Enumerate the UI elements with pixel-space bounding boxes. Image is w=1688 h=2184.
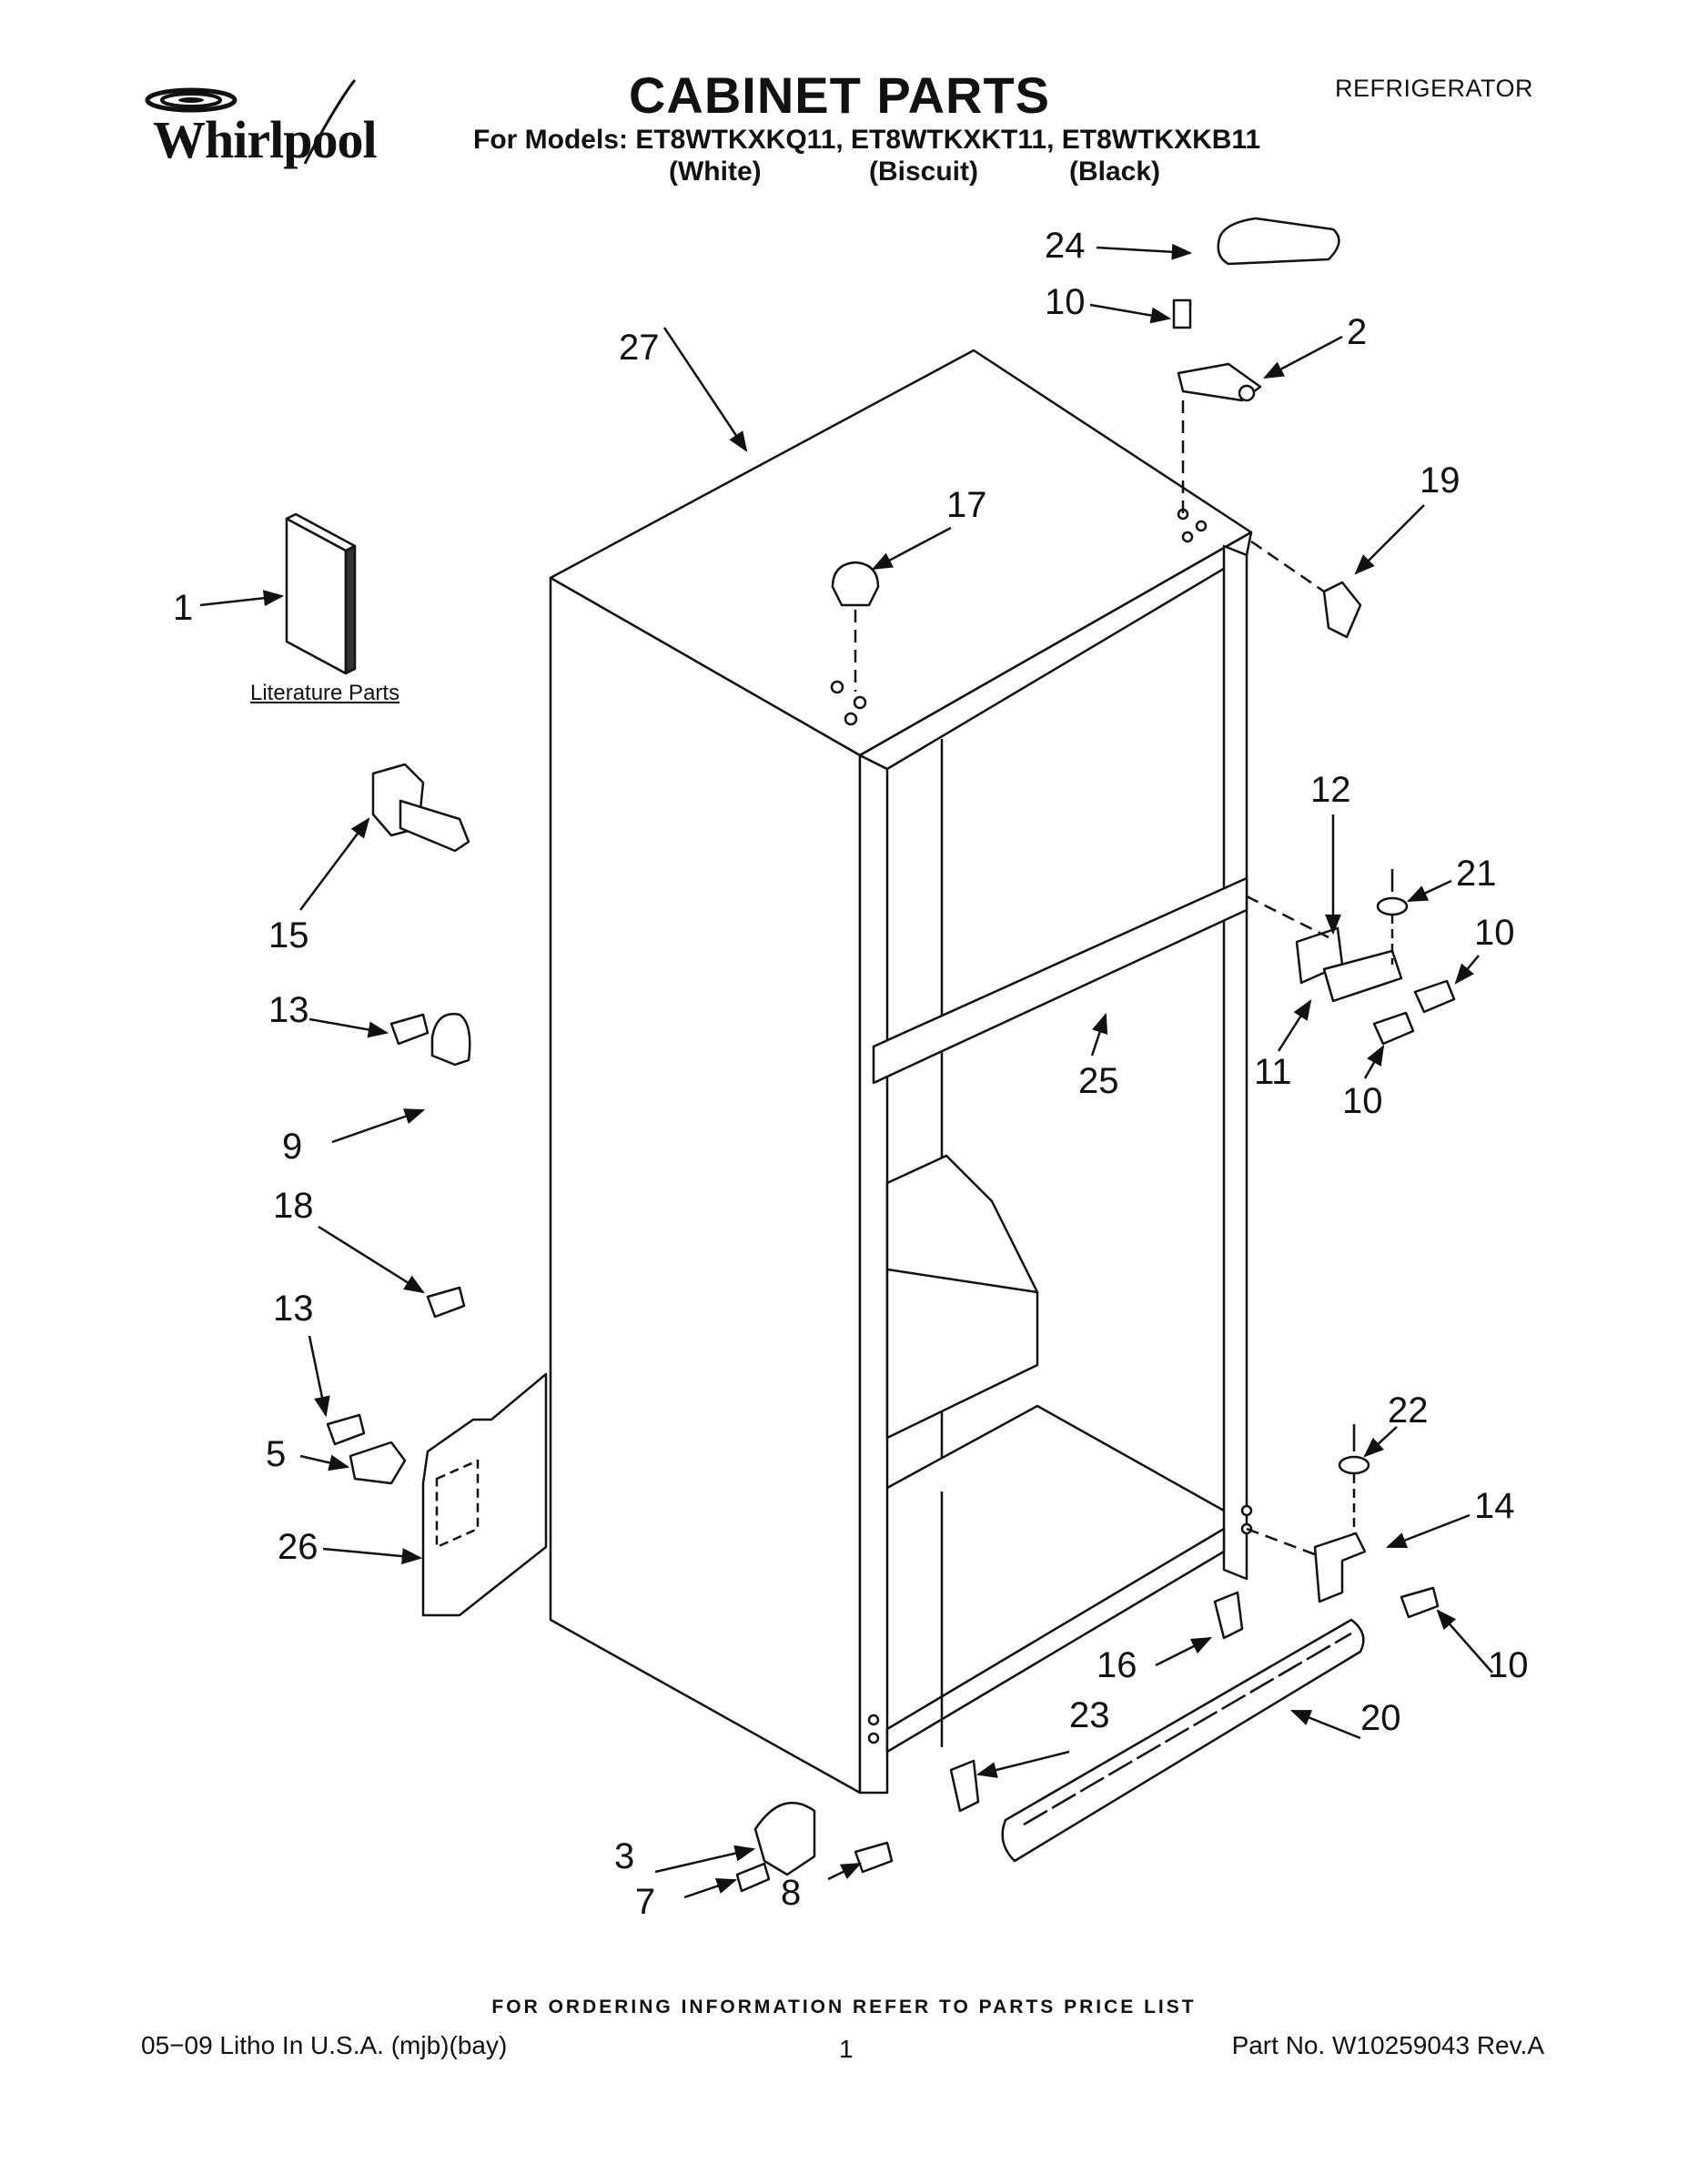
models-line: For Models: ET8WTKXKQ11, ET8WTKXKT11, ET… <box>473 125 1261 155</box>
callout-19: 19 <box>1420 460 1461 500</box>
callout-10: 10 <box>1474 913 1515 953</box>
whirlpool-logo: Whirlpool <box>127 73 391 182</box>
callout-13: 13 <box>273 1289 314 1329</box>
callout-24: 24 <box>1045 226 1086 266</box>
callout-25: 25 <box>1078 1061 1119 1101</box>
litho-info: 05−09 Litho In U.S.A. (mjb)(bay) <box>141 2031 508 2059</box>
callout-8: 8 <box>781 1873 802 1913</box>
callout-14: 14 <box>1474 1486 1515 1526</box>
callout-16: 16 <box>1097 1645 1137 1685</box>
screw <box>426 1286 466 1319</box>
callout-22: 22 <box>1388 1390 1429 1431</box>
callout-13: 13 <box>268 990 309 1030</box>
washer <box>1338 1455 1370 1475</box>
callout-10: 10 <box>1488 1645 1529 1685</box>
pin <box>735 1862 771 1893</box>
callout-12: 12 <box>1310 770 1351 810</box>
hinge-screw <box>1413 979 1456 1014</box>
leveling-roller <box>753 1801 816 1876</box>
callout-3: 3 <box>614 1836 635 1876</box>
callout-11: 11 <box>1254 1052 1292 1092</box>
callout-5: 5 <box>266 1434 287 1474</box>
callout-15: 15 <box>268 915 309 956</box>
callout-21: 21 <box>1456 854 1497 894</box>
callout-2: 2 <box>1347 312 1368 352</box>
callout-18: 18 <box>273 1186 314 1226</box>
callout-10: 10 <box>1342 1081 1383 1121</box>
cable-clip <box>349 1441 407 1485</box>
screw <box>326 1413 366 1446</box>
brand-wordmark: Whirlpool <box>153 110 378 169</box>
part-number: Part No. W10259043 Rev.A <box>1231 2031 1544 2059</box>
callout-1: 1 <box>173 588 194 628</box>
hinge-screw <box>1372 1011 1415 1046</box>
center-hinge <box>1322 949 1403 1003</box>
page-number: 1 <box>839 2035 854 2063</box>
appliance-category: REFRIGERATOR <box>1334 75 1533 102</box>
callout-7: 7 <box>635 1882 656 1922</box>
washer <box>1376 896 1409 916</box>
callout-20: 20 <box>1360 1698 1401 1738</box>
hinge-cap <box>1217 217 1340 266</box>
color-black: (Black) <box>1069 157 1161 187</box>
grille-clip <box>949 1759 980 1813</box>
callout-10: 10 <box>1045 282 1086 322</box>
door-hinge-bracket <box>430 1013 471 1067</box>
callout-26: 26 <box>278 1527 318 1567</box>
callout-9: 9 <box>282 1127 303 1167</box>
grille-clip <box>1213 1591 1244 1640</box>
screw <box>854 1841 894 1874</box>
color-biscuit: (Biscuit) <box>869 157 978 187</box>
callout-23: 23 <box>1069 1695 1110 1735</box>
ordering-note: FOR ORDERING INFORMATION REFER TO PARTS … <box>491 1997 1197 2017</box>
hole-plug <box>831 561 880 607</box>
toe-grille <box>1001 1618 1365 1863</box>
screw <box>389 1013 430 1046</box>
center-rail <box>872 876 1248 1085</box>
literature-book <box>285 512 357 675</box>
hinge-screw <box>1400 1586 1440 1619</box>
color-white: (White) <box>669 157 762 187</box>
hinge-screw <box>1172 298 1192 329</box>
page-title: CABINET PARTS <box>628 66 1051 124</box>
cabinet-clip <box>1322 581 1362 639</box>
callout-17: 17 <box>946 485 987 525</box>
whirlpool-swirl-icon <box>145 79 357 165</box>
bottom-hinge <box>1313 1532 1367 1603</box>
side-bracket <box>421 1372 548 1617</box>
literature-parts-label: Literature Parts <box>250 681 400 705</box>
callout-27: 27 <box>619 328 660 368</box>
leader-lines <box>199 243 1493 1899</box>
cabinet-shell <box>549 349 1253 1795</box>
